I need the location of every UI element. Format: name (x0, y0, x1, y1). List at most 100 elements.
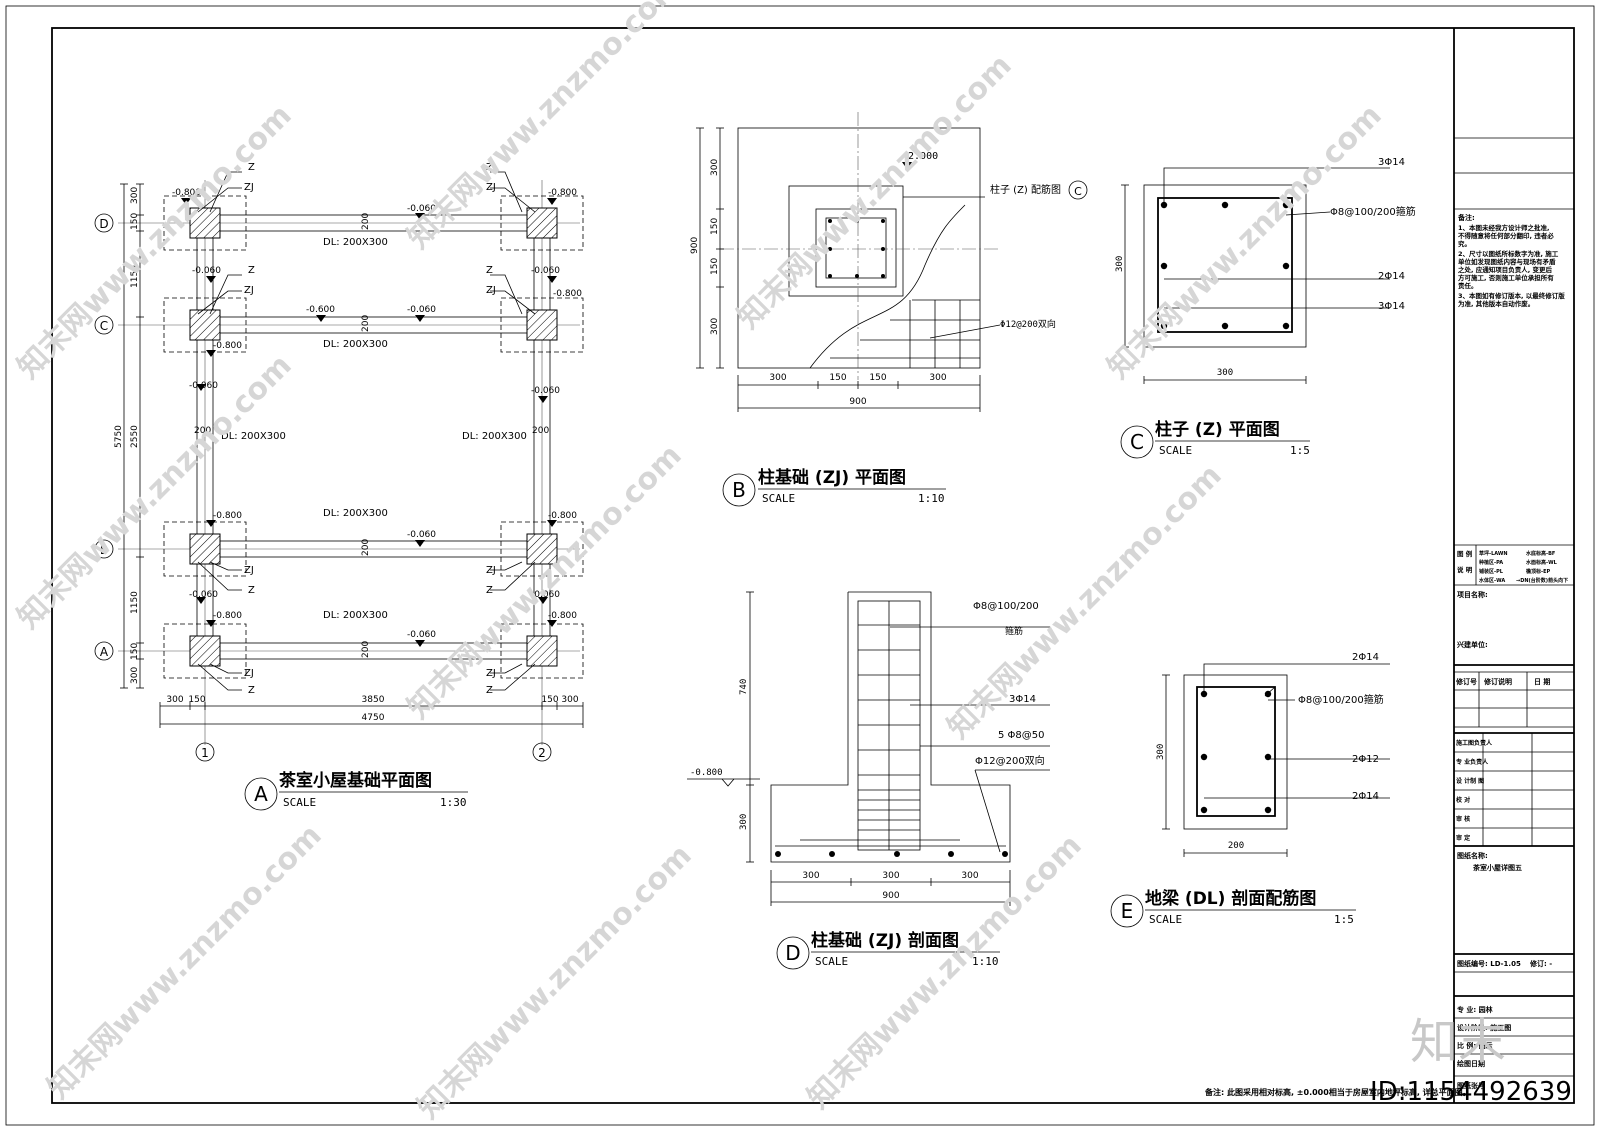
role: 设 计制 图 (1456, 777, 1484, 785)
title-marker-d: D (785, 941, 800, 965)
width-c: 300 (1217, 368, 1233, 378)
grid-label-d: D (99, 217, 108, 231)
role: 审 核 (1456, 815, 1470, 823)
legend-item: 水体区-WA (1478, 577, 1505, 584)
role: 审 定 (1456, 834, 1470, 842)
h2-d: 300 (739, 814, 749, 830)
dim-b-bot: 150 (869, 373, 886, 383)
stirrup-c: Φ8@100/200箍筋 (1330, 205, 1416, 218)
label-z: Z (486, 585, 493, 596)
title-marker-b: B (732, 478, 746, 502)
note-line: 之处, 应通知项目负责人, 变更后 (1458, 265, 1552, 274)
dim-bot-150b: 150 (541, 695, 558, 705)
dim-b-overall-bot: 900 (849, 397, 866, 407)
stage: 设计阶段: 施工图 (1457, 1023, 1511, 1032)
legend-label: 说 明 (1457, 565, 1473, 574)
role: 施工图负责人 (1456, 739, 1493, 747)
elev-b: -2.000 (902, 151, 938, 162)
elev-text: -0.800 (213, 611, 242, 621)
elev-text: -0.800 (172, 188, 201, 198)
legend-label: 图 例 (1457, 549, 1473, 558)
label-zj: ZJ (244, 565, 254, 576)
rebar-c-mid: 2Φ14 (1378, 271, 1405, 282)
stirrup-d: Φ8@100/200 (973, 601, 1039, 612)
rebar-d-1: 3Φ14 (1009, 694, 1036, 705)
note-line: 不得随意将任何部分翻印, 违者必 (1458, 231, 1554, 240)
h1-d: 740 (739, 679, 749, 695)
watermark-text: 知末网www.znzmo.com (41, 818, 329, 1106)
dim-left-2550: 2550 (130, 425, 140, 448)
scale-label-d: SCALE (815, 955, 848, 968)
watermark-logo: 知末 (1410, 1014, 1506, 1070)
dim-d-bot: 300 (961, 871, 978, 881)
note-line: 责任。 (1458, 281, 1478, 290)
dim-d-bot: 300 (882, 871, 899, 881)
dim-left-150b: 150 (130, 643, 140, 660)
label-z: Z (248, 162, 255, 173)
elev-text: -0.060 (407, 204, 436, 214)
label-zj: ZJ (486, 668, 496, 679)
project-name: 项目名称: (1457, 590, 1488, 599)
dim-b-bot: 300 (929, 373, 946, 383)
label-z: Z (486, 265, 493, 276)
beam-label: DL: 200X300 (323, 610, 388, 621)
rev-desc: 修订说明 (1483, 677, 1512, 686)
rebar-e-mid: 2Φ12 (1352, 754, 1379, 765)
grid-label-c: C (100, 319, 108, 333)
elev-text: -0.060 (192, 266, 221, 276)
beam-width: 200 (194, 426, 211, 436)
rev-date: 日 期 (1534, 677, 1550, 686)
dim-left-1150: 1150 (130, 265, 140, 288)
watermark-id: ID:1154492639 (1370, 1077, 1572, 1107)
beam-label: DL: 200X300 (323, 508, 388, 519)
dim-d-bot: 300 (802, 871, 819, 881)
elev-text: -0.060 (531, 386, 560, 396)
footer-note: 备注: 此图采用相对标高, ±0.000相当于房屋室内地坪标高, 详总平面图。 (1204, 1087, 1471, 1097)
discipline: 专 业: 园林 (1457, 1005, 1494, 1014)
elev-text: -0.060 (531, 590, 560, 600)
label-z: Z (248, 685, 255, 696)
dim-b-overall: 900 (690, 237, 700, 254)
dim-b-side: 300 (710, 159, 720, 176)
legend-item: 水面标高-WL (1525, 559, 1558, 566)
beam-width: 200 (532, 426, 549, 436)
dim-b-bot: 300 (769, 373, 786, 383)
column-ref: 柱子 (Z) 配筋图 (990, 183, 1061, 196)
note-line: 方可施工, 否则施工单位承担所有 (1458, 273, 1554, 282)
footing-section-d: Φ8@100/200 箍筋 3Φ14 5 Φ8@50 Φ12@200双向 -0.… (687, 591, 1050, 970)
dim-b-side: 300 (710, 318, 720, 335)
dim-bot-4750: 4750 (362, 713, 385, 723)
grid-label-1: 1 (201, 746, 209, 760)
dim-b-side: 150 (710, 218, 720, 235)
rebar-d-2: 5 Φ8@50 (998, 730, 1045, 741)
stirrup-note-d: 箍筋 (1005, 625, 1023, 637)
grid-label-2: 2 (538, 746, 546, 760)
drawing-name-label: 图纸名称: (1457, 851, 1488, 860)
dim-left-300b: 300 (130, 667, 140, 684)
role: 专 业负责人 (1456, 758, 1489, 766)
scale-a: 1:30 (440, 796, 467, 809)
legend-item: 水底标高-BF (1525, 550, 1555, 557)
dim-bot-150: 150 (188, 695, 205, 705)
dim-bot-300: 300 (166, 695, 183, 705)
grid-label-b: B (100, 543, 108, 557)
elev-text: -0.060 (407, 630, 436, 640)
label-z: Z (248, 265, 255, 276)
height-e: 300 (1156, 744, 1166, 760)
beam-section-e: 2Φ14 Φ8@100/200箍筋 2Φ12 2Φ14 300 200 E 地梁… (1110, 652, 1390, 928)
elev-text: -0.060 (531, 266, 560, 276)
title-marker-a: A (254, 782, 268, 806)
scale-e: 1:5 (1334, 913, 1354, 926)
dim-d-overall: 900 (882, 891, 899, 901)
date-label: 绘图日期 (1457, 1059, 1485, 1068)
elev-text: -0.800 (213, 511, 242, 521)
legend-item: →DN(台阶数)箭头向下 (1516, 577, 1568, 584)
watermark-text: 知末网www.znzmo.com (731, 48, 1019, 336)
legend-item: 草坪-LAWN (1479, 550, 1508, 557)
label-zj: ZJ (486, 285, 496, 296)
ref-marker-c: C (1074, 185, 1082, 198)
beam-width: 200 (361, 641, 371, 658)
elev-text: -0.800 (548, 188, 577, 198)
dim-left-1150b: 1150 (130, 591, 140, 614)
